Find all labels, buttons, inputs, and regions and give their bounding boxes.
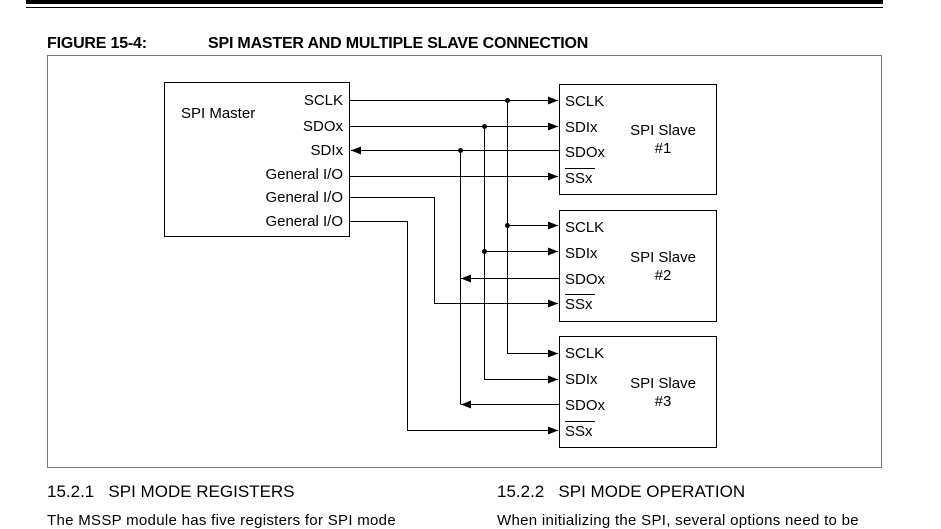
junction-dot xyxy=(505,98,510,103)
slave-number: #3 xyxy=(655,393,672,410)
page-header-rule-thick xyxy=(26,0,883,4)
slave-name: SPI Slave xyxy=(630,375,696,392)
slave-pin-ss: SSx xyxy=(565,423,593,440)
master-pin-sdi: SDIx xyxy=(310,142,343,159)
slave-pin-sdo: SDOx xyxy=(565,397,606,414)
wire-ss-slave3 xyxy=(350,221,558,435)
master-name: SPI Master xyxy=(181,105,255,122)
slave-box xyxy=(559,336,717,448)
junction-dot xyxy=(482,124,487,129)
section-body-spi-mode-operation: When initializing the SPI, several optio… xyxy=(497,512,859,529)
master-pin-sdo: SDOx xyxy=(303,118,344,135)
master-box xyxy=(164,82,350,237)
page-header-rule-thin xyxy=(26,7,883,8)
slave-2: SCLK SDIx SDOx SSx SPI Slave #2 xyxy=(559,210,717,322)
master-pin-gio2: General I/O xyxy=(265,189,343,206)
wire-sclk-bus xyxy=(507,100,558,358)
slave-pin-ss: SSx xyxy=(565,296,593,313)
slave-box xyxy=(559,210,717,322)
wire-sdo-bus xyxy=(484,126,558,384)
slave-number: #2 xyxy=(655,267,672,284)
master-pin-sclk: SCLK xyxy=(304,92,343,109)
junction-dot xyxy=(458,148,463,153)
slave-name: SPI Slave xyxy=(630,249,696,266)
slave-pin-sclk: SCLK xyxy=(565,93,604,110)
slave-pin-ss: SSx xyxy=(565,170,593,187)
figure-label: FIGURE 15-4: xyxy=(47,35,147,52)
master-pin-gio1: General I/O xyxy=(265,166,343,183)
slave-pin-sdi: SDIx xyxy=(565,119,598,136)
junction-dot xyxy=(482,249,487,254)
slave-name: SPI Slave xyxy=(630,122,696,139)
slave-pin-sdo: SDOx xyxy=(565,271,606,288)
slave-pin-sclk: SCLK xyxy=(565,219,604,236)
figure-frame xyxy=(47,55,882,468)
section-heading-spi-mode-registers: 15.2.1 SPI MODE REGISTERS xyxy=(47,482,295,501)
figure-title: SPI MASTER AND MULTIPLE SLAVE CONNECTION xyxy=(208,35,589,52)
wire-ss-slave2 xyxy=(350,197,558,308)
slave-pin-sdi: SDIx xyxy=(565,371,598,388)
section-body-spi-mode-registers: The MSSP module has five registers for S… xyxy=(47,512,396,529)
slave-pin-sclk: SCLK xyxy=(565,345,604,362)
slave-pin-sdo: SDOx xyxy=(565,144,606,161)
junction-dot xyxy=(505,223,510,228)
slave-pin-sdi: SDIx xyxy=(565,245,598,262)
slave-number: #1 xyxy=(655,140,672,157)
master-pin-gio3: General I/O xyxy=(265,213,343,230)
slave-1: SCLK SDIx SDOx SSx SPI Slave #1 xyxy=(559,84,717,195)
slave-box xyxy=(559,84,717,195)
section-heading-spi-mode-operation: 15.2.2 SPI MODE OPERATION xyxy=(497,482,746,501)
slave-3: SCLK SDIx SDOx SSx SPI Slave #3 xyxy=(559,336,717,448)
